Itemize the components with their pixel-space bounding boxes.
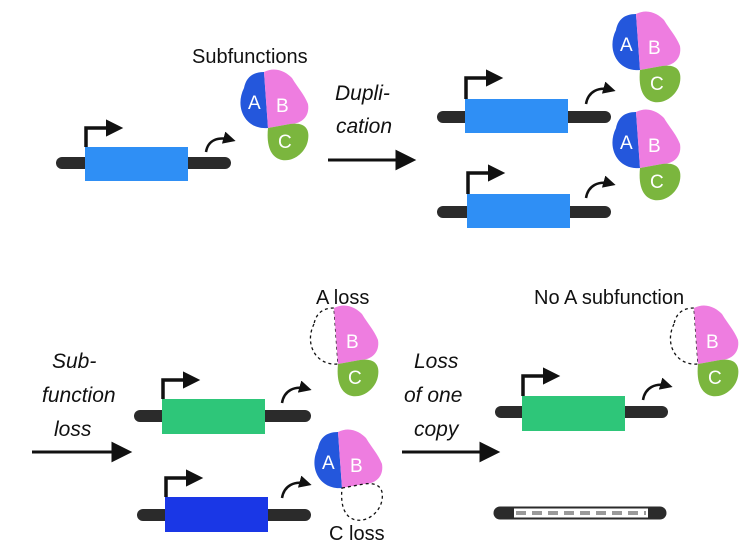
promoter-arrow-icon (161, 371, 201, 399)
missing-domain-a-outline (309, 307, 339, 365)
promoter-arrow-icon (84, 119, 124, 147)
promoter-arrow-icon (464, 69, 504, 99)
loss-copy-label-2: of one (404, 384, 462, 407)
domain-c-label: C (278, 132, 292, 153)
original-gene (56, 119, 236, 181)
domain-b-label: B (706, 332, 719, 353)
subfunction-loss-label-3: loss (54, 418, 92, 441)
no-a-subfunction-label: No A subfunction (534, 287, 684, 309)
duplicate-gene-2 (437, 164, 616, 228)
expression-arrow-icon (584, 81, 616, 105)
domain-b-label: B (350, 456, 363, 477)
subfunctions-label: Subfunctions (192, 46, 308, 68)
domain-b-label: B (346, 332, 359, 353)
loss-of-one-copy-step: Loss of one copy (402, 350, 501, 463)
promoter-arrow-icon (521, 367, 561, 396)
promoter-arrow-icon (164, 469, 204, 497)
subfunction-loss-step: Sub- function loss (32, 350, 133, 463)
expression-arrow-icon (204, 131, 236, 153)
domain-c-label: C (708, 368, 722, 389)
expression-arrow-icon (584, 175, 616, 199)
protein-abc-copy2: A B C (612, 109, 681, 201)
duplication-label-2: cation (336, 115, 392, 138)
missing-domain-a-outline (669, 307, 699, 365)
a-loss-label: A loss (316, 287, 369, 309)
domain-a-label: A (322, 453, 335, 474)
protein-abc: A B C (240, 69, 309, 161)
loss-copy-label-1: Loss (414, 350, 459, 373)
domain-a-label: A (248, 93, 261, 114)
gene-c-loss (137, 469, 312, 532)
duplication-label-1: Dupli- (335, 82, 390, 105)
domain-c-label: C (650, 74, 664, 95)
domain-c-label: C (650, 172, 664, 193)
c-loss-label: C loss (329, 523, 385, 545)
subfunction-loss-label-2: function (42, 384, 116, 407)
duplicate-gene-1 (437, 69, 616, 133)
domain-a-label: A (620, 133, 633, 154)
protein-abc-copy1: A B C (612, 11, 681, 103)
protein-ab: A B (314, 429, 384, 521)
expression-arrow-icon (641, 377, 673, 401)
protein-bc: B C (309, 305, 379, 397)
protein-bc-final: B C (669, 305, 739, 397)
domain-c-label: C (348, 368, 362, 389)
duplication-step: Dupli- cation (328, 82, 417, 171)
missing-domain-c-outline (340, 482, 384, 521)
domain-b-label: B (648, 136, 661, 157)
gene-body (85, 147, 188, 181)
domain-a-label: A (620, 35, 633, 56)
expression-arrow-icon (280, 380, 312, 404)
loss-copy-label-3: copy (414, 418, 460, 441)
remaining-gene (495, 367, 673, 431)
domain-b-label: B (276, 96, 289, 117)
promoter-arrow-icon (466, 164, 506, 194)
domain-b-label: B (648, 38, 661, 59)
expression-arrow-icon (280, 475, 312, 499)
gene-a-loss (134, 371, 312, 434)
subfunction-loss-label-1: Sub- (52, 350, 96, 373)
